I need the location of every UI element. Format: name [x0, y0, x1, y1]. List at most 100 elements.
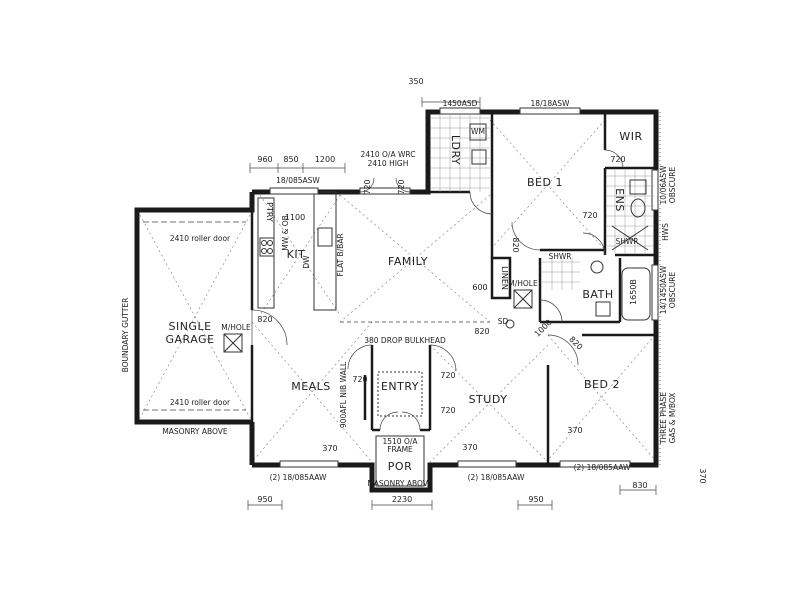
laundry-tiles — [430, 114, 490, 192]
room-labels: FAMILY KIT BED 1 BED 2 SINGLE GARAGE MEA… — [165, 130, 642, 473]
note-nib-wall: 900AFL NIB WALL — [339, 361, 348, 428]
dim-850: 850 — [283, 155, 298, 164]
note-roller-top: 2410 roller door — [170, 234, 231, 243]
annotations: 1450ASD 18/18ASW 2410 O/A WRC 2410 HIGH … — [121, 99, 677, 488]
label-bed2: BED 2 — [584, 378, 620, 391]
note-wm: WM — [471, 127, 485, 136]
dim-720-wir: 720 — [610, 155, 625, 164]
note-hws: HWS — [661, 223, 670, 241]
note-flat-bar: FLAT B/BAR — [336, 233, 345, 276]
note-18-18asw: 18/18ASW — [531, 99, 571, 108]
note-shwr-ens: SHWR — [615, 237, 638, 246]
note-10-06asw: 10/06ASW — [659, 165, 668, 205]
room-diagonals — [139, 119, 656, 463]
label-wir: WIR — [619, 130, 642, 143]
window-ens — [651, 169, 659, 211]
bath-toilet — [595, 301, 611, 317]
window-meals — [279, 460, 339, 468]
dim-720-ens: 720 — [582, 211, 597, 220]
laundry-tub — [471, 149, 487, 165]
bathtub — [621, 267, 651, 321]
note-sd: SD — [498, 317, 509, 326]
note-aaw-meals: (2) 18/085AAW — [270, 473, 327, 482]
label-ens: ENS — [613, 188, 626, 212]
window-study — [457, 460, 517, 468]
manhole-garage — [223, 333, 243, 353]
smoke-detector — [505, 319, 515, 329]
window-laundry — [439, 107, 481, 115]
note-bulkhead: 380 DROP BULKHEAD — [364, 336, 446, 345]
doors — [251, 149, 624, 431]
note-masonry-porch: MASONRY ABOVE — [367, 479, 433, 488]
label-study: STUDY — [469, 393, 508, 406]
dim-370-right: 370 — [698, 468, 707, 483]
note-gas-mbox: GAS & M/BOX — [668, 393, 677, 444]
dim-820-garage: 820 — [257, 315, 272, 324]
note-aaw-study: (2) 18/085AAW — [468, 473, 525, 482]
dim-2230: 2230 — [392, 495, 412, 504]
dim-720-entry: 720 — [440, 406, 455, 415]
note-obscure-1: OBSCURE — [668, 167, 677, 204]
note-mw-ob: MW & OB — [281, 215, 290, 251]
label-ldry: LDRY — [449, 135, 462, 165]
dim-1100: 1100 — [285, 213, 305, 222]
window-bed2 — [559, 460, 631, 468]
internal-walls — [250, 112, 656, 465]
note-frame-2: FRAME — [387, 445, 413, 454]
label-garage: GARAGE — [165, 333, 214, 346]
window-kitchen — [269, 187, 319, 195]
window-bath — [651, 264, 659, 321]
dim-820-bed1: 820 — [511, 237, 520, 252]
dim-720-meals: 720 — [352, 375, 367, 384]
label-kit: KIT — [287, 248, 306, 261]
note-frame: 1510 O/A — [382, 437, 418, 446]
dim-950-left: 950 — [257, 495, 272, 504]
kitchen-sink — [317, 227, 333, 247]
dim-820-hall: 820 — [474, 327, 489, 336]
note-masonry-garage: MASONRY ABOVE — [162, 427, 228, 436]
note-aaw-bed2: (2) 18/085AAW — [574, 463, 631, 472]
note-manhole-garage: M/HOLE — [221, 323, 251, 332]
dim-820-bed2: 820 — [567, 335, 584, 352]
label-family: FAMILY — [388, 255, 428, 268]
dim-370-study: 370 — [462, 443, 477, 452]
dim-720-slider-left: 720 — [363, 179, 372, 194]
note-14-1450asw: 14/1450ASW — [659, 265, 668, 314]
note-manhole-hall: M/HOLE — [508, 279, 538, 288]
dim-720-slider-right: 720 — [397, 179, 406, 194]
note-roller-bottom: 2410 roller door — [170, 398, 231, 407]
bath-basin — [590, 260, 604, 274]
dim-1200: 1200 — [315, 155, 335, 164]
dim-350: 350 — [408, 77, 423, 86]
window-bed1 — [519, 107, 581, 115]
ensuite-toilet — [629, 179, 647, 195]
note-boundary-gutter: BOUNDARY GUTTER — [121, 298, 130, 373]
dim-370-bed2: 370 — [567, 426, 582, 435]
dim-370-meals: 370 — [322, 444, 337, 453]
dim-960: 960 — [257, 155, 272, 164]
bath-tiles — [542, 258, 580, 290]
label-linen: LINEN — [500, 266, 509, 290]
label-entry: ENTRY — [381, 380, 419, 393]
ensuite-basin — [630, 198, 646, 218]
note-1450asd: 1450ASD — [443, 99, 478, 108]
sliding-door-family — [359, 187, 411, 195]
dim-830: 830 — [632, 481, 647, 490]
note-obscure-2: OBSCURE — [668, 272, 677, 309]
fixtures — [143, 112, 661, 487]
note-wrc: 2410 O/A WRC — [361, 150, 416, 159]
label-por: POR — [388, 460, 412, 473]
windows — [269, 107, 659, 468]
dim-720-study: 720 — [440, 371, 455, 380]
note-2410-high: 2410 HIGH — [368, 159, 409, 168]
note-dw: DW — [302, 255, 311, 269]
label-bath: BATH — [582, 288, 613, 301]
label-meals: MEALS — [291, 380, 331, 393]
label-single: SINGLE — [168, 320, 211, 333]
dimension-lines — [247, 97, 657, 510]
dim-1650b: 1650B — [629, 279, 638, 305]
label-pantry: PTRY — [265, 202, 274, 222]
note-three-phase: THREE PHASE — [659, 392, 668, 445]
